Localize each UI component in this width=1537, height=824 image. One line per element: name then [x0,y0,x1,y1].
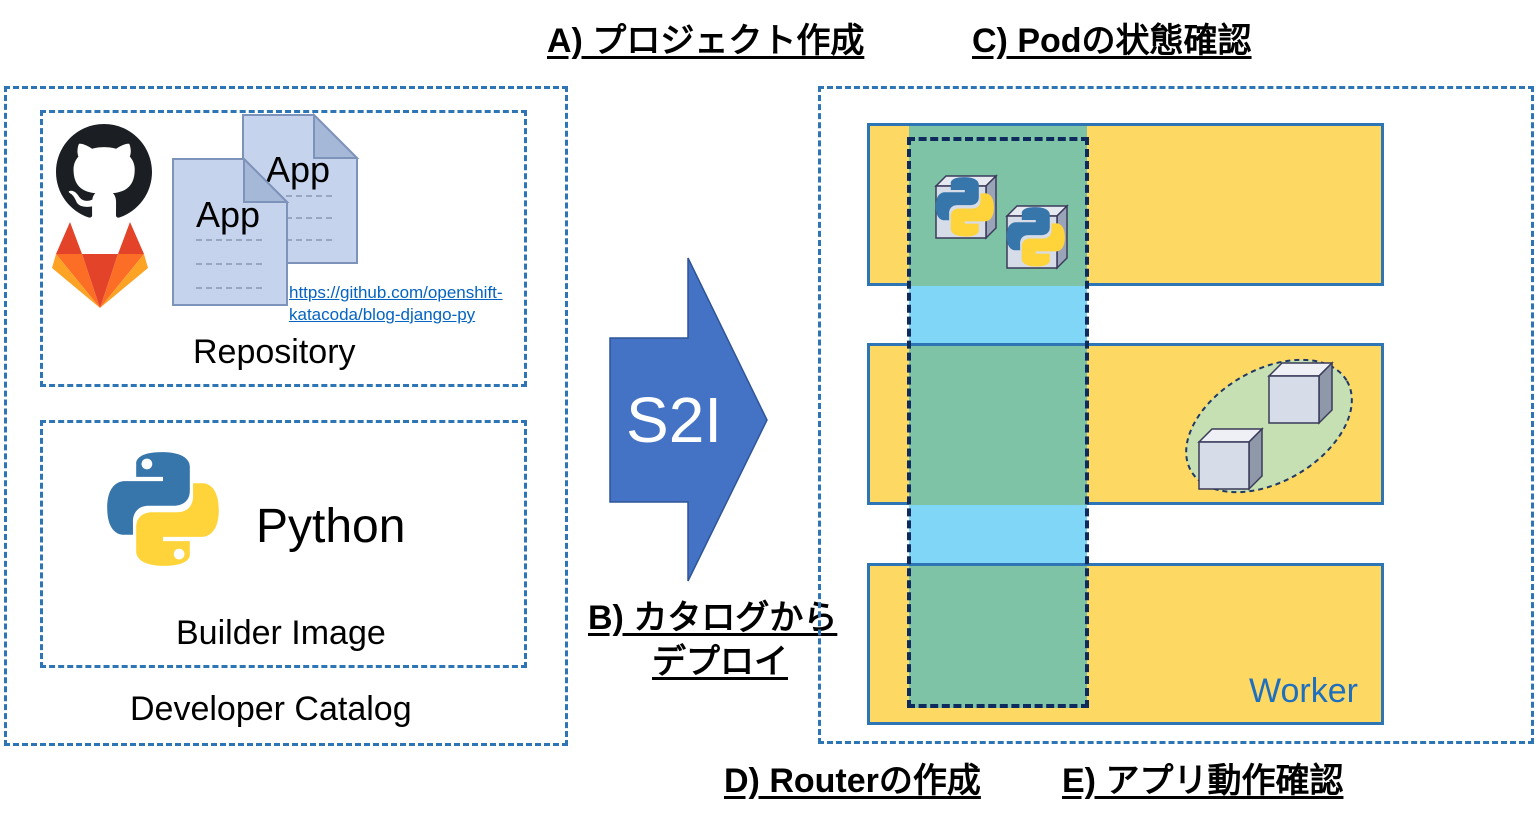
pod-column-segment [909,346,1087,505]
python-logo-icon [107,452,219,566]
developer-catalog-label: Developer Catalog [130,690,412,728]
network-link [909,286,1087,343]
s2i-label: S2I [626,384,723,456]
application-deployment-box [907,137,1089,708]
cluster-box [818,86,1534,744]
repository-label: Repository [193,333,356,371]
gitlab-icon [52,222,148,308]
document-label-front: App [196,194,261,235]
builder-python-label: Python [256,500,406,553]
heading-verify-app: E) アプリ動作確認 [1062,762,1344,800]
heading-deploy-from-catalog-line2: デプロイ [652,643,788,681]
heading-create-project: A) プロジェクト作成 [547,22,865,60]
builder-image-box [40,420,527,668]
repository-box [40,110,527,387]
heading-check-pod-status: C) Podの状態確認 [972,22,1252,60]
builder-image-label: Builder Image [176,614,386,652]
python-pod-icon [1005,204,1069,270]
developer-catalog-box [4,86,568,746]
github-icon [56,124,152,218]
repository-url-line1[interactable]: https://github.com/openshift- [289,283,503,302]
s2i-arrow [609,257,768,582]
python-pod-icon [934,174,998,240]
pod-column-segment [909,566,1087,708]
container-cube-icon [1197,427,1264,491]
heading-deploy-from-catalog: B) カタログから [588,599,838,637]
heading-create-router: D) Routerの作成 [724,762,981,800]
container-cube-icon [1267,361,1334,425]
network-link [909,505,1087,563]
worker-label: Worker [1249,672,1358,710]
document-icon [172,156,290,306]
repository-url-line2[interactable]: katacoda/blog-django-py [289,305,476,324]
document-label-back: App [266,149,331,190]
